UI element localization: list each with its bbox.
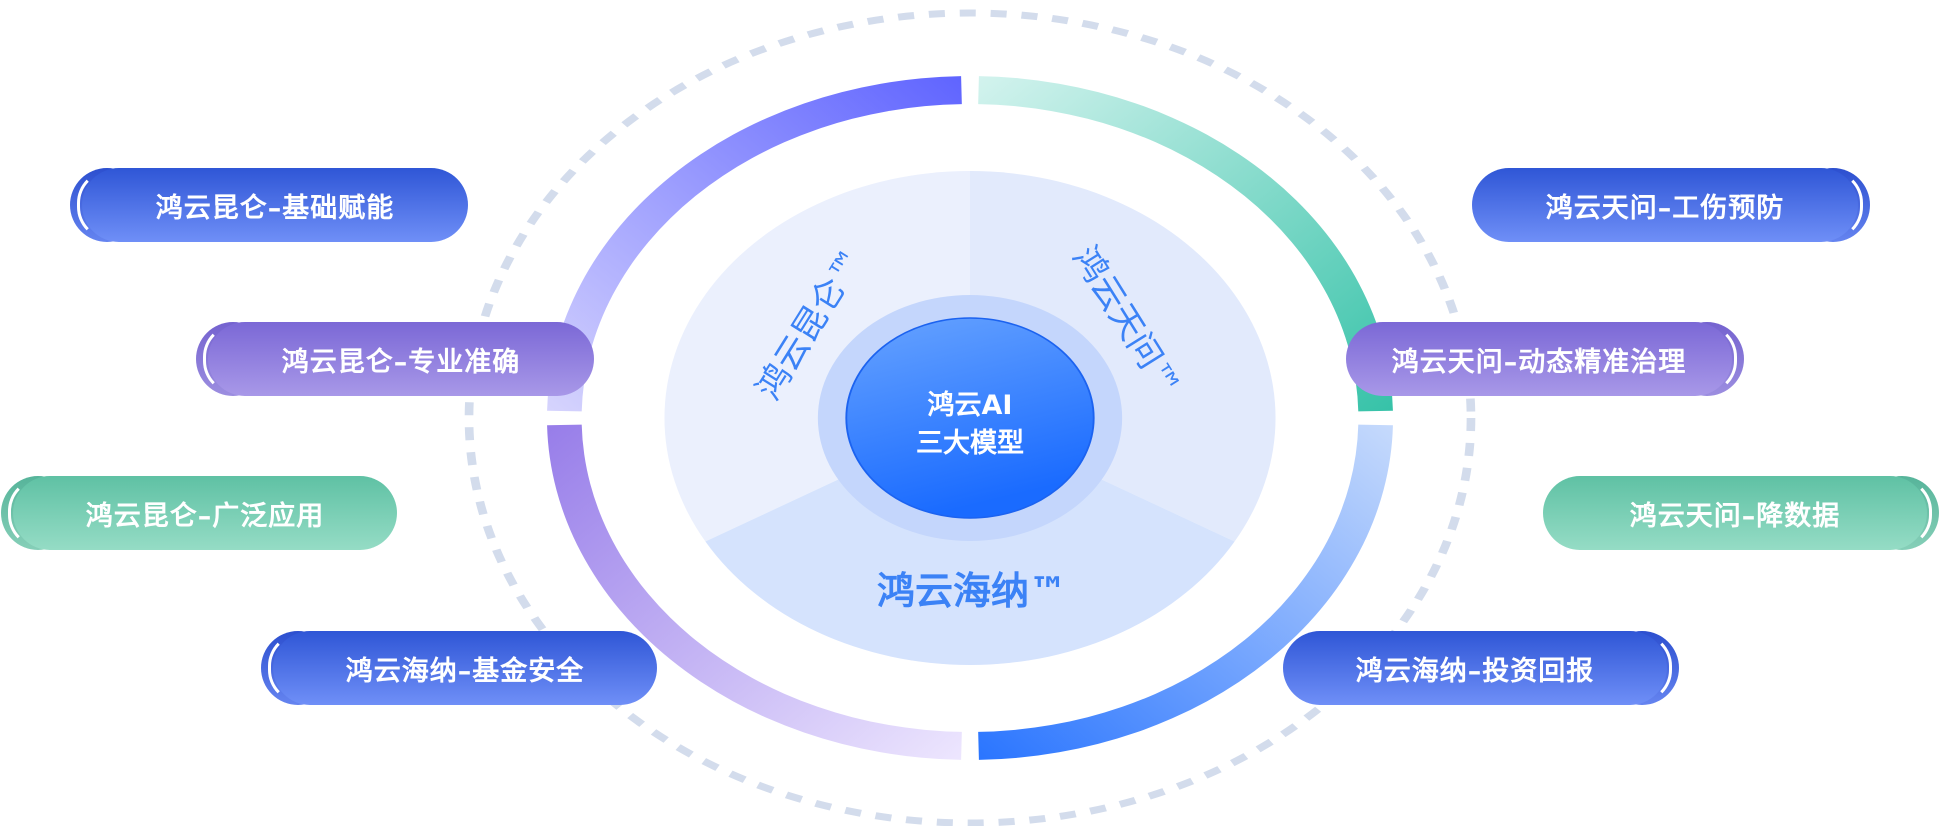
pill-label: 鸿云海纳–投资回报 bbox=[1355, 655, 1595, 687]
arc-haina-right bbox=[978, 424, 1393, 760]
arc-haina-left bbox=[547, 424, 962, 760]
pill-label: 鸿云天问–工伤预防 bbox=[1545, 192, 1785, 224]
dashed-outer-ring bbox=[464, 9, 1476, 826]
pill-haina-investment-return[interactable]: 鸿云海纳–投资回报 bbox=[1283, 631, 1679, 705]
pill-label: 鸿云天问–动态精准治理 bbox=[1391, 346, 1687, 378]
hub-title-line2: 三大模型 bbox=[916, 428, 1024, 459]
pill-label: 鸿云昆仑–广泛应用 bbox=[85, 500, 325, 532]
pill-kunlun-foundation[interactable]: 鸿云昆仑–基础赋能 bbox=[70, 168, 468, 242]
sector-haina bbox=[705, 418, 1235, 665]
pill-tianwen-dynamic-governance[interactable]: 鸿云天问–动态精准治理 bbox=[1346, 322, 1744, 396]
pill-label: 鸿云天问–降数据 bbox=[1629, 500, 1841, 532]
pill-label: 鸿云海纳–基金安全 bbox=[345, 655, 585, 687]
hub-core bbox=[845, 317, 1095, 519]
pill-label: 鸿云昆仑–专业准确 bbox=[281, 346, 521, 378]
pill-tianwen-reduce-data[interactable]: 鸿云天问–降数据 bbox=[1543, 476, 1939, 550]
pill-tianwen-injury-prevention[interactable]: 鸿云天问–工伤预防 bbox=[1472, 168, 1870, 242]
pill-label: 鸿云昆仑–基础赋能 bbox=[155, 192, 395, 224]
pill-kunlun-wide-application[interactable]: 鸿云昆仑–广泛应用 bbox=[1, 476, 397, 550]
pill-haina-fund-security[interactable]: 鸿云海纳–基金安全 bbox=[261, 631, 657, 705]
segment-label-haina: 鸿云海纳™ bbox=[877, 569, 1067, 613]
arc-tianwen bbox=[978, 76, 1393, 412]
arc-kunlun bbox=[547, 76, 962, 412]
pill-kunlun-professional[interactable]: 鸿云昆仑–专业准确 bbox=[196, 322, 594, 396]
hub-title-line1: 鸿云AI bbox=[928, 390, 1013, 421]
